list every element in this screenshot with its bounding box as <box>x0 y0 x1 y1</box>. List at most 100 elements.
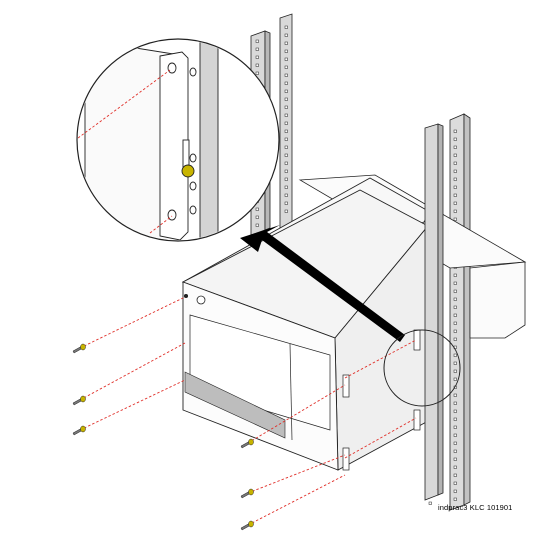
rail-hole <box>284 97 288 101</box>
guide-line <box>79 342 186 401</box>
rail-hole <box>453 169 457 173</box>
rail-hole <box>453 193 457 197</box>
rail-hole <box>453 377 457 381</box>
rail-hole <box>284 89 288 93</box>
rear-chassis-side <box>469 261 526 339</box>
rail-hole <box>453 137 457 141</box>
rail-hole <box>284 137 288 141</box>
rail-hole <box>453 481 457 485</box>
rail-hole <box>284 185 288 189</box>
detail-bracket-slot <box>182 139 190 169</box>
front-right-rail <box>424 123 444 501</box>
rail-hole <box>255 39 259 43</box>
rail-hole <box>453 409 457 413</box>
guide-line <box>247 474 346 526</box>
rail-hole <box>453 417 457 421</box>
rail-hole <box>453 129 457 133</box>
rail-hole <box>453 273 457 277</box>
detail-hole <box>189 205 197 215</box>
rail-hole <box>453 321 457 325</box>
magnified-detail <box>76 38 280 242</box>
detail-chassis-side <box>84 40 181 240</box>
rail-hole <box>428 501 432 505</box>
rail-hole <box>284 41 288 45</box>
detail-mounting-bracket <box>159 51 189 240</box>
rail-hole <box>453 305 457 309</box>
detail-hole <box>167 209 177 221</box>
detail-guide-line <box>149 215 173 234</box>
front-rail-face <box>424 123 439 501</box>
screw-icon <box>72 343 86 354</box>
guide-lines <box>79 296 417 526</box>
ear-lower <box>342 447 350 471</box>
rail-hole <box>255 63 259 67</box>
screw-icon <box>72 395 86 406</box>
rail-hole <box>453 337 457 341</box>
ear-right-lower <box>413 409 421 431</box>
chassis-power-led <box>196 295 206 305</box>
rear-right-rail <box>449 113 465 511</box>
rail-hole <box>255 223 259 227</box>
rail-hole <box>284 105 288 109</box>
rail-hole <box>453 473 457 477</box>
rail-hole <box>284 57 288 61</box>
rail-hole <box>255 55 259 59</box>
rail-hole <box>453 489 457 493</box>
rail-hole <box>453 369 457 373</box>
guide-line <box>79 296 186 349</box>
rail-hole <box>453 177 457 181</box>
rail-hole <box>453 401 457 405</box>
rail-hole <box>453 289 457 293</box>
rail-hole <box>284 33 288 37</box>
rail-hole <box>284 121 288 125</box>
screw-icon <box>240 520 254 531</box>
rail-hole <box>255 47 259 51</box>
rail-hole <box>284 153 288 157</box>
rail-hole <box>453 361 457 365</box>
detail-hole <box>189 153 197 163</box>
rail-hole <box>453 497 457 501</box>
rail-hole <box>284 113 288 117</box>
rail-hole <box>284 145 288 149</box>
detail-hole <box>189 181 197 191</box>
rail-hole <box>453 313 457 317</box>
screw-icon <box>240 488 254 499</box>
chassis-corner-screw <box>183 293 189 299</box>
rail-hole <box>453 425 457 429</box>
rail-hole <box>284 129 288 133</box>
rail-hole <box>453 185 457 189</box>
rail-hole <box>453 393 457 397</box>
rail-hole <box>453 449 457 453</box>
guide-line <box>247 454 346 494</box>
figure-caption: indprac3 KLC 101901 <box>438 503 513 512</box>
rail-hole <box>255 215 259 219</box>
rail-hole <box>255 207 259 211</box>
rail-hole <box>284 169 288 173</box>
chassis-front-opening <box>189 314 331 431</box>
callout-arrow-icon <box>240 225 405 342</box>
ear-upper <box>342 374 350 398</box>
rail-hole <box>284 209 288 213</box>
screw-icon <box>240 438 254 449</box>
detail-rail <box>199 40 219 240</box>
rail-hole <box>284 177 288 181</box>
rail-hole <box>453 441 457 445</box>
rail-hole <box>284 49 288 53</box>
guide-line <box>247 384 346 444</box>
rail-hole <box>453 297 457 301</box>
mounting-ears <box>342 329 421 471</box>
rail-hole <box>453 353 457 357</box>
rail-hole <box>453 457 457 461</box>
small-detail-circle <box>383 329 461 407</box>
front-rail-side <box>437 123 444 496</box>
rail-hole <box>453 153 457 157</box>
detail-screw-icon <box>181 164 195 178</box>
rail-hole <box>284 65 288 69</box>
rail-hole <box>284 81 288 85</box>
rail-hole <box>284 193 288 197</box>
rail-hole <box>453 281 457 285</box>
rail-hole <box>453 145 457 149</box>
rail-hole <box>453 329 457 333</box>
screw-icon <box>72 425 86 436</box>
